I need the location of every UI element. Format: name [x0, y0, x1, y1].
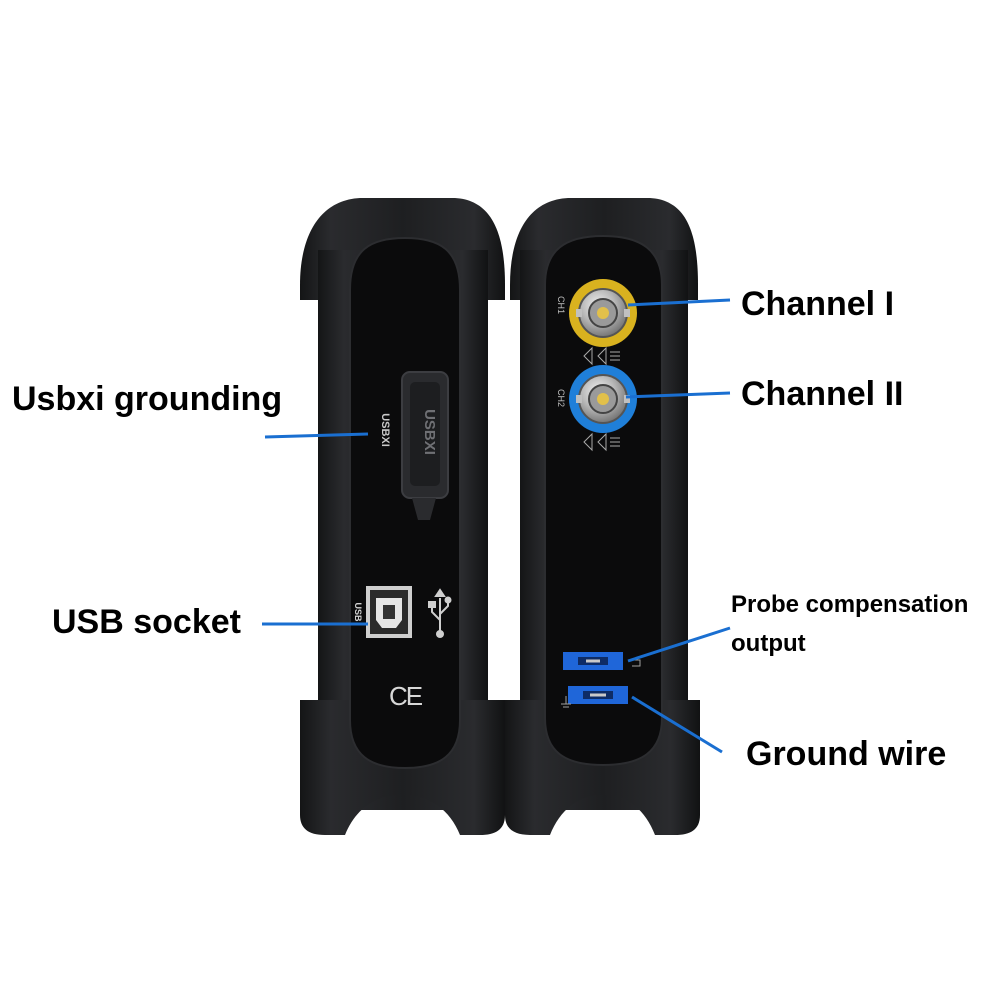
callout-probe-compensation-line2: output	[731, 630, 806, 657]
ce-mark-icon: CE	[389, 681, 423, 711]
right-device: CH1 CH2	[505, 198, 700, 835]
left-device: USBXI USBXI USB CE	[300, 198, 505, 835]
ground-terminal	[561, 686, 628, 708]
usbxi-label: USBXI	[379, 413, 391, 447]
leader-probe-comp	[627, 626, 731, 663]
ground-symbol-icon	[561, 696, 571, 708]
ch1-label: CH1	[556, 296, 566, 314]
usb-b-socket	[366, 586, 412, 638]
warning-triangle-icon	[583, 346, 620, 366]
leader-lines	[262, 298, 731, 754]
usb-trident-icon	[428, 588, 452, 638]
usbxi-cover-text: USBXI	[421, 409, 438, 455]
warning-triangle-icon	[583, 432, 620, 452]
callout-usbxi-grounding: Usbxi grounding	[12, 380, 283, 418]
right-panel	[544, 234, 663, 767]
leader-channel-1	[627, 298, 731, 307]
callout-channel-2: Channel II	[741, 375, 904, 413]
leader-channel-2	[625, 391, 731, 399]
callout-usb-socket: USB socket	[52, 603, 241, 641]
callout-ground-wire: Ground wire	[746, 735, 947, 773]
usb-label: USB	[353, 602, 363, 622]
callout-channel-1: Channel I	[741, 285, 895, 323]
ch2-label: CH2	[556, 389, 566, 407]
ch2-bnc-connector	[569, 365, 637, 433]
callout-probe-compensation-line1: Probe compensation	[731, 591, 969, 618]
ch1-bnc-connector	[569, 279, 637, 347]
leader-usbxi	[264, 432, 369, 439]
leader-ground-wire	[631, 695, 723, 754]
